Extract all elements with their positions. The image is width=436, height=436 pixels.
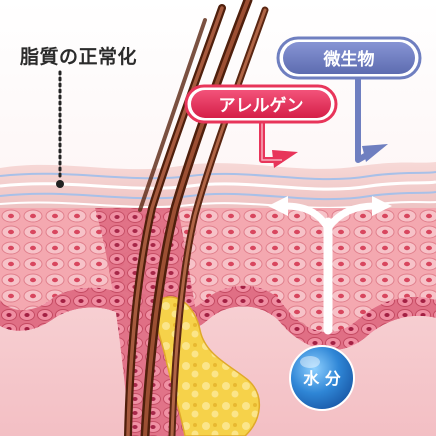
stratum-corneum	[0, 162, 436, 208]
microbe-text: 微生物	[323, 49, 375, 70]
water-text: 水 分	[303, 369, 341, 388]
water-drop: 水 分	[290, 346, 354, 410]
allergen-label: アレルゲン	[186, 86, 336, 122]
allergen-text: アレルゲン	[219, 95, 304, 116]
microbe-label: 微生物	[278, 38, 420, 78]
lipid-normalization-label: 脂質の正常化	[20, 42, 137, 69]
